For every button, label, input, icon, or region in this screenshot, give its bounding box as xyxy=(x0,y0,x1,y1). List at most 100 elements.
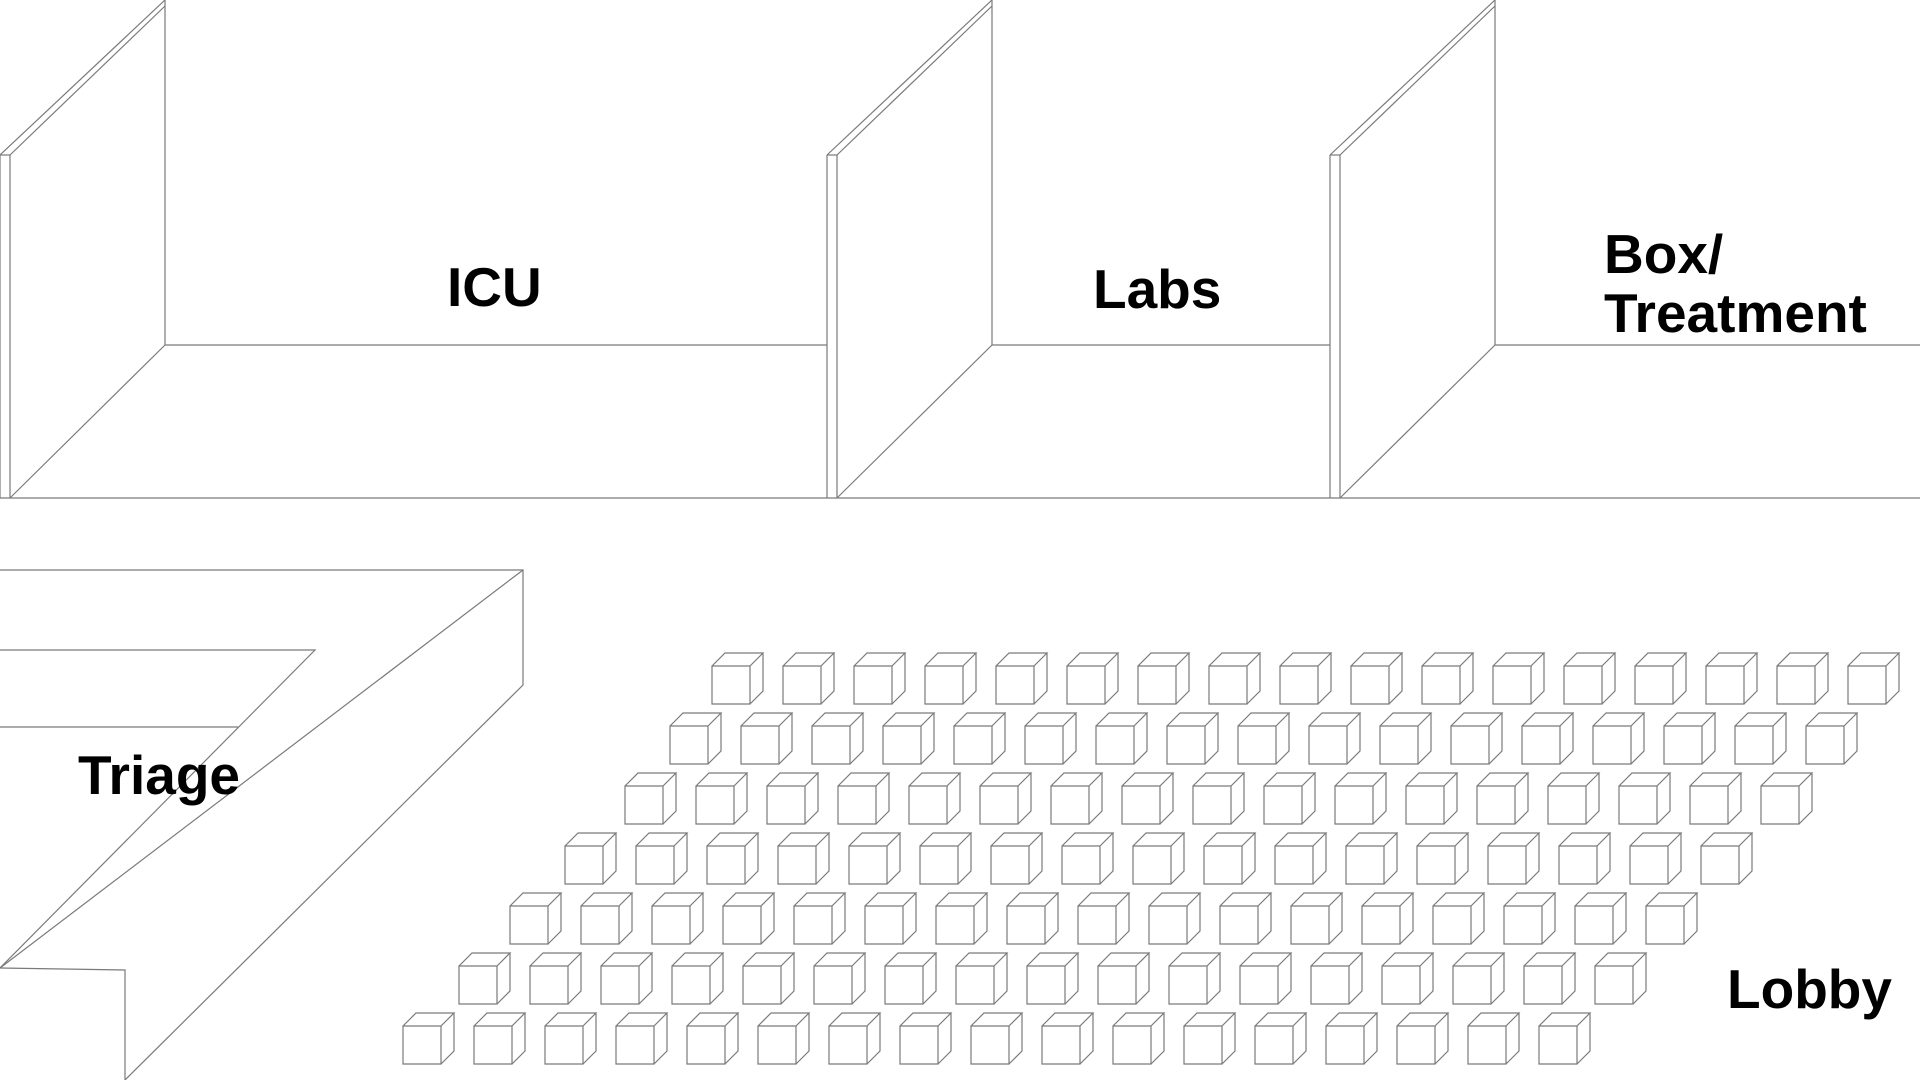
lobby-seat-cube xyxy=(1558,832,1612,885)
lobby-seat-cube xyxy=(669,712,723,765)
lobby-seat-cube xyxy=(706,832,760,885)
lobby-seating xyxy=(402,652,1901,1065)
room-label-icu: ICU xyxy=(447,256,542,318)
lobby-seat-cube xyxy=(1274,832,1328,885)
lobby-seat-cube xyxy=(740,712,794,765)
room-label-box-treatment: Box/ Treatment xyxy=(1604,225,1867,343)
lobby-seat-cube xyxy=(1239,952,1293,1005)
lobby-seat-cube xyxy=(882,712,936,765)
lobby-seat-cube xyxy=(1345,832,1399,885)
lobby-seat-cube xyxy=(1618,772,1672,825)
lobby-seat-cube xyxy=(1254,1012,1308,1065)
lobby-seat-cube xyxy=(908,772,962,825)
lobby-seat-cube xyxy=(1689,772,1743,825)
lobby-seat-cube xyxy=(1137,652,1191,705)
lobby-seat-cube xyxy=(711,652,765,705)
lobby-seat-cube xyxy=(1492,652,1546,705)
lobby-seat-cube xyxy=(1024,712,1078,765)
wall-icu-labs xyxy=(826,0,993,499)
lobby-seat-cube xyxy=(1421,652,1475,705)
lobby-seat-cube xyxy=(1290,892,1344,945)
lobby-seat-cube xyxy=(1183,1012,1237,1065)
lobby-seat-cube xyxy=(651,892,705,945)
lobby-seat-cube xyxy=(970,1012,1024,1065)
lobby-seat-cube xyxy=(990,832,1044,885)
lobby-seat-cube xyxy=(1405,772,1459,825)
wall-icu-left xyxy=(0,0,166,499)
lobby-seat-cube xyxy=(1121,772,1175,825)
lobby-seat-cube xyxy=(1452,952,1506,1005)
lobby-seat-cube xyxy=(955,952,1009,1005)
lobby-seat-cube xyxy=(1574,892,1628,945)
lobby-seat-cube xyxy=(1168,952,1222,1005)
lobby-seat-cube xyxy=(884,952,938,1005)
lobby-seat-cube xyxy=(1847,652,1901,705)
lobby-seat-cube xyxy=(1219,892,1273,945)
lobby-seat-cube xyxy=(1061,832,1115,885)
room-label-triage: Triage xyxy=(78,744,241,806)
lobby-seat-cube xyxy=(1663,712,1717,765)
lobby-seat-cube xyxy=(1112,1012,1166,1065)
lobby-seat-cube xyxy=(811,712,865,765)
lobby-seat-cube xyxy=(1279,652,1333,705)
lobby-seat-cube xyxy=(1521,712,1575,765)
lobby-seat-cube xyxy=(1776,652,1830,705)
lobby-seat-cube xyxy=(1026,952,1080,1005)
lobby-seat-cube xyxy=(722,892,776,945)
lobby-seat-cube xyxy=(1563,652,1617,705)
lobby-seat-cube xyxy=(979,772,1033,825)
lobby-seat-cube xyxy=(1734,712,1788,765)
lobby-seat-cube xyxy=(1629,832,1683,885)
lobby-seat-cube xyxy=(1645,892,1699,945)
lobby-seat-cube xyxy=(924,652,978,705)
room-label-labs: Labs xyxy=(1093,258,1222,320)
lobby-seat-cube xyxy=(635,832,689,885)
lobby-seat-cube xyxy=(1432,892,1486,945)
lobby-seat-cube xyxy=(1325,1012,1379,1065)
lobby-seat-cube xyxy=(757,1012,811,1065)
lobby-seat-cube xyxy=(953,712,1007,765)
lobby-seat-cube xyxy=(473,1012,527,1065)
lobby-seat-cube xyxy=(793,892,847,945)
lobby-seat-cube xyxy=(1350,652,1404,705)
lobby-seat-cube xyxy=(671,952,725,1005)
lobby-seat-cube xyxy=(1634,652,1688,705)
lobby-seat-cube xyxy=(600,952,654,1005)
lobby-seat-cube xyxy=(1041,1012,1095,1065)
lobby-seat-cube xyxy=(853,652,907,705)
lobby-seat-cube xyxy=(686,1012,740,1065)
lobby-seat-cube xyxy=(1538,1012,1592,1065)
lobby-seat-cube xyxy=(995,652,1049,705)
lobby-seat-cube xyxy=(1476,772,1530,825)
lobby-seat-cube xyxy=(813,952,867,1005)
lobby-seat-cube xyxy=(509,892,563,945)
lobby-seat-cube xyxy=(1097,952,1151,1005)
lobby-seat-cube xyxy=(1050,772,1104,825)
lobby-seat-cube xyxy=(580,892,634,945)
lobby-seat-cube xyxy=(828,1012,882,1065)
lobby-seat-cube xyxy=(1166,712,1220,765)
lobby-seat-cube xyxy=(1396,1012,1450,1065)
lobby-seat-cube xyxy=(1310,952,1364,1005)
lobby-seat-cube xyxy=(864,892,918,945)
room-label-lobby: Lobby xyxy=(1727,958,1892,1020)
lobby-seat-cube xyxy=(1547,772,1601,825)
lobby-seat-cube xyxy=(1208,652,1262,705)
lobby-seat-cube xyxy=(1805,712,1859,765)
back-rooms xyxy=(0,0,1920,499)
lobby-seat-cube xyxy=(402,1012,456,1065)
lobby-seat-cube xyxy=(1006,892,1060,945)
lobby-seat-cube xyxy=(1308,712,1362,765)
lobby-seat-cube xyxy=(1148,892,1202,945)
lobby-seat-cube xyxy=(1379,712,1433,765)
lobby-seat-cube xyxy=(1361,892,1415,945)
lobby-seat-cube xyxy=(1760,772,1814,825)
lobby-seat-cube xyxy=(1700,832,1754,885)
lobby-seat-cube xyxy=(919,832,973,885)
lobby-seat-cube xyxy=(1467,1012,1521,1065)
lobby-seat-cube xyxy=(564,832,618,885)
lobby-seat-cube xyxy=(1592,712,1646,765)
lobby-seat-cube xyxy=(695,772,749,825)
room-label-box-line2: Treatment xyxy=(1604,282,1867,344)
lobby-seat-cube xyxy=(458,952,512,1005)
